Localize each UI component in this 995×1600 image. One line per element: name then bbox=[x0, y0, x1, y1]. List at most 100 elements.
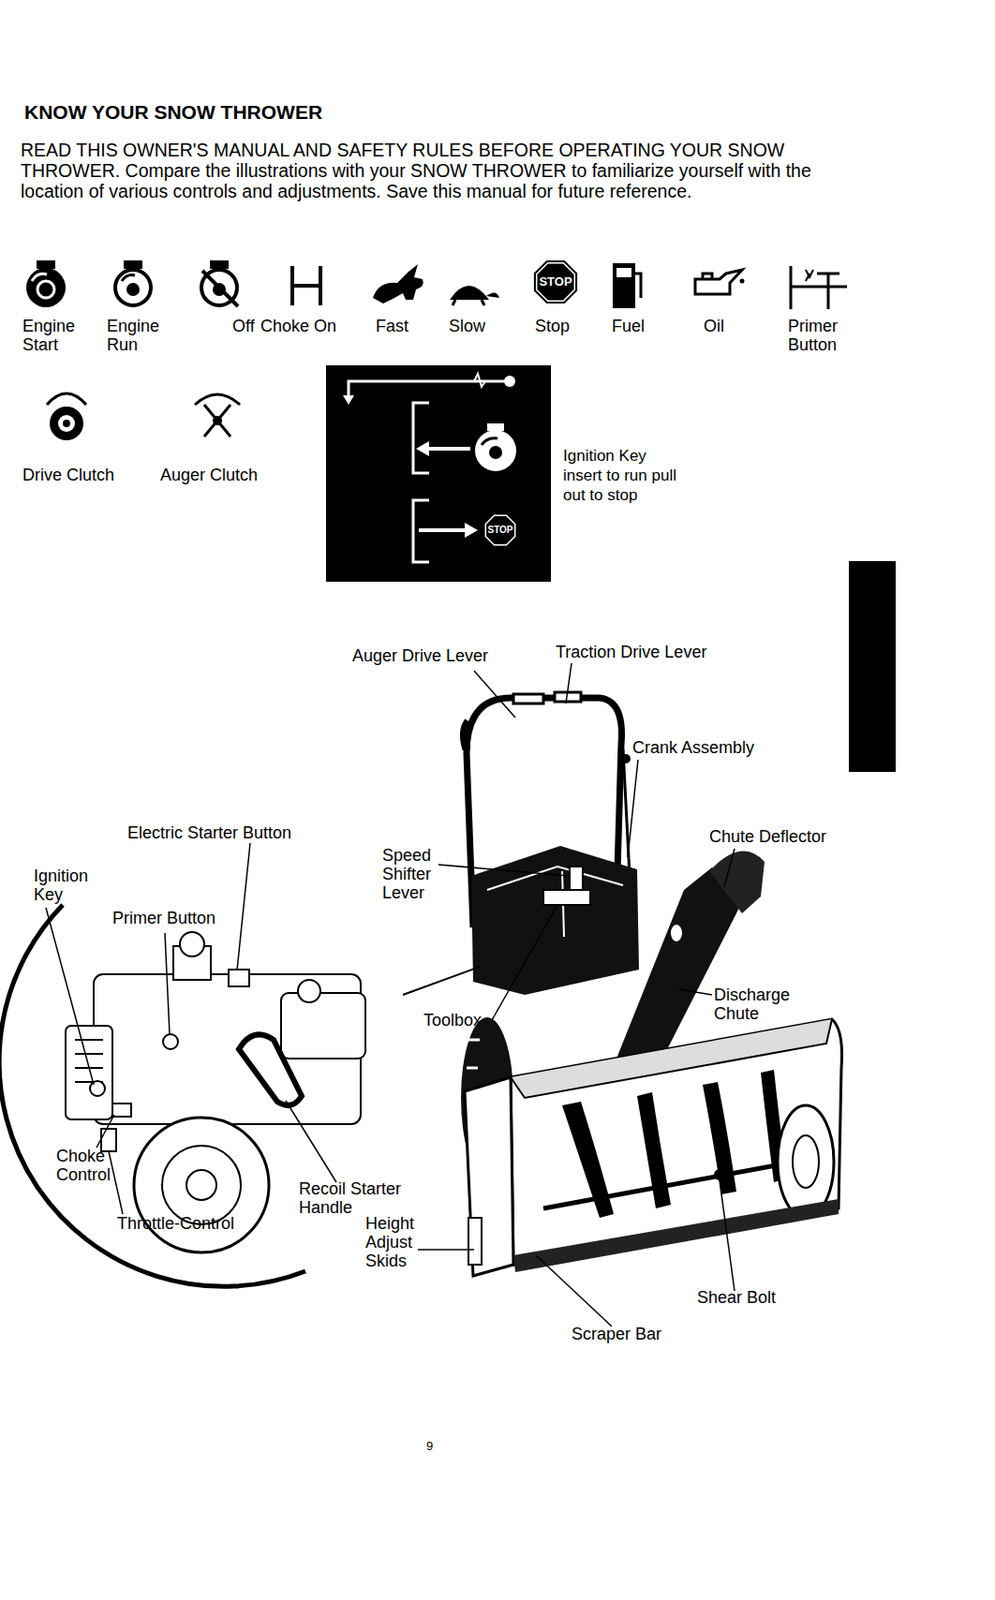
part-label: Shear Bolt bbox=[697, 1288, 819, 1307]
icon-part bbox=[126, 282, 140, 297]
arrow-line bbox=[418, 528, 467, 533]
engine-run-icon bbox=[481, 438, 498, 446]
icon-part bbox=[123, 260, 143, 269]
icon-part bbox=[26, 267, 66, 308]
part-label: Toolbox bbox=[423, 1010, 508, 1030]
recoil-cover bbox=[162, 1145, 241, 1225]
icon-part bbox=[635, 273, 641, 298]
part-label: Engine Start bbox=[22, 316, 81, 355]
symbol-text: STOP bbox=[481, 524, 520, 536]
toolbox bbox=[543, 890, 591, 906]
part-label: Ignition Key bbox=[33, 866, 104, 905]
leader-line bbox=[491, 905, 558, 1021]
symbol-text: STOP bbox=[522, 274, 589, 289]
oil-cap bbox=[179, 932, 205, 957]
part-label: Recoil Starter Handle bbox=[298, 1179, 414, 1218]
handle-grip bbox=[463, 721, 469, 750]
muffler bbox=[65, 1025, 113, 1120]
leader-line bbox=[724, 848, 735, 888]
part-label: Fuel bbox=[611, 316, 678, 336]
rabbit-icon bbox=[372, 264, 424, 304]
icon-part bbox=[805, 269, 814, 282]
part-label: Traction Drive Lever bbox=[555, 642, 753, 662]
icon-part bbox=[31, 273, 47, 282]
arrow-line bbox=[426, 446, 471, 451]
part-label: Auger Clutch bbox=[160, 465, 292, 485]
primer-icon bbox=[790, 266, 847, 310]
part-label: Engine Run bbox=[106, 316, 165, 355]
icon-part bbox=[616, 267, 632, 278]
snow-thrower bbox=[460, 692, 843, 1277]
leader-line bbox=[719, 1180, 735, 1292]
scraper-bar bbox=[513, 1199, 839, 1273]
icon-part bbox=[49, 406, 84, 441]
lever bbox=[513, 694, 544, 704]
stop-symbol: STOPStop bbox=[522, 258, 589, 347]
part-label: Discharge Chute bbox=[713, 985, 808, 1024]
chute-deflector bbox=[709, 851, 765, 914]
part-label: Height Adjust Skids bbox=[365, 1214, 424, 1271]
engine-run-icon bbox=[115, 260, 151, 306]
engine-run-icon bbox=[487, 423, 505, 431]
ignition-panel: Ignition Key insert to run pull out to s… bbox=[326, 365, 551, 582]
drive-clutch-icon bbox=[46, 393, 87, 441]
leader-line bbox=[474, 670, 516, 718]
leader-line bbox=[45, 907, 94, 1085]
cap bbox=[297, 980, 321, 1003]
crank-knob bbox=[621, 754, 631, 764]
engine-run-icon bbox=[475, 430, 517, 472]
part-label: Fast bbox=[375, 316, 442, 336]
leader-line bbox=[438, 864, 569, 877]
icon-part bbox=[204, 404, 231, 437]
leader-line bbox=[627, 759, 639, 858]
part-label: Slow bbox=[448, 316, 515, 336]
choke-knob bbox=[112, 1103, 132, 1117]
arrow-head bbox=[415, 441, 430, 457]
part-label: Throttle-Control bbox=[117, 1214, 277, 1233]
panel-line bbox=[348, 381, 506, 398]
zoom-line bbox=[402, 966, 480, 995]
icon-part bbox=[36, 260, 56, 269]
part-label: Chute Deflector bbox=[709, 827, 860, 847]
side-plate bbox=[777, 1105, 834, 1218]
shear-bolt bbox=[713, 1169, 726, 1181]
part-label: Speed Shifter Lever bbox=[382, 846, 448, 903]
engine-body bbox=[471, 846, 639, 995]
leader-line bbox=[108, 1151, 123, 1215]
leader-line bbox=[237, 843, 251, 971]
leader-lines bbox=[45, 663, 735, 1327]
icon-part bbox=[702, 273, 713, 280]
leader-line bbox=[285, 1100, 337, 1183]
skid bbox=[468, 1217, 482, 1265]
icon-part bbox=[740, 279, 745, 284]
side-plate bbox=[792, 1135, 819, 1189]
icon-part bbox=[695, 269, 743, 295]
bracket bbox=[413, 402, 430, 474]
icon-part bbox=[62, 419, 71, 428]
arrow-head bbox=[464, 522, 478, 538]
icon-part bbox=[449, 285, 490, 300]
engine-run-icon bbox=[489, 445, 503, 460]
icon-part bbox=[201, 269, 238, 306]
intro-text: READ THIS OWNER'S MANUAL AND SAFETY RULE… bbox=[20, 139, 846, 202]
engine-detail bbox=[487, 866, 624, 937]
auger-clutch-icon bbox=[194, 394, 240, 437]
fuel-tank bbox=[281, 993, 366, 1059]
arrow-head bbox=[342, 395, 355, 405]
key bbox=[89, 1081, 105, 1097]
part-label: Drive Clutch bbox=[22, 465, 145, 485]
icon-part bbox=[790, 266, 847, 310]
section-tab bbox=[848, 561, 896, 773]
recoil-handle bbox=[238, 1034, 302, 1105]
panel-line bbox=[474, 373, 486, 387]
page-title: KNOW YOUR SNOW THROWER bbox=[24, 101, 587, 124]
choke-icon bbox=[292, 266, 321, 306]
oil-icon bbox=[695, 269, 745, 295]
engine-closeup bbox=[0, 905, 480, 1287]
bracket bbox=[413, 500, 430, 563]
housing-lip bbox=[510, 1019, 832, 1099]
stop-symbol: STOP bbox=[481, 511, 520, 550]
icon-part bbox=[58, 415, 75, 432]
